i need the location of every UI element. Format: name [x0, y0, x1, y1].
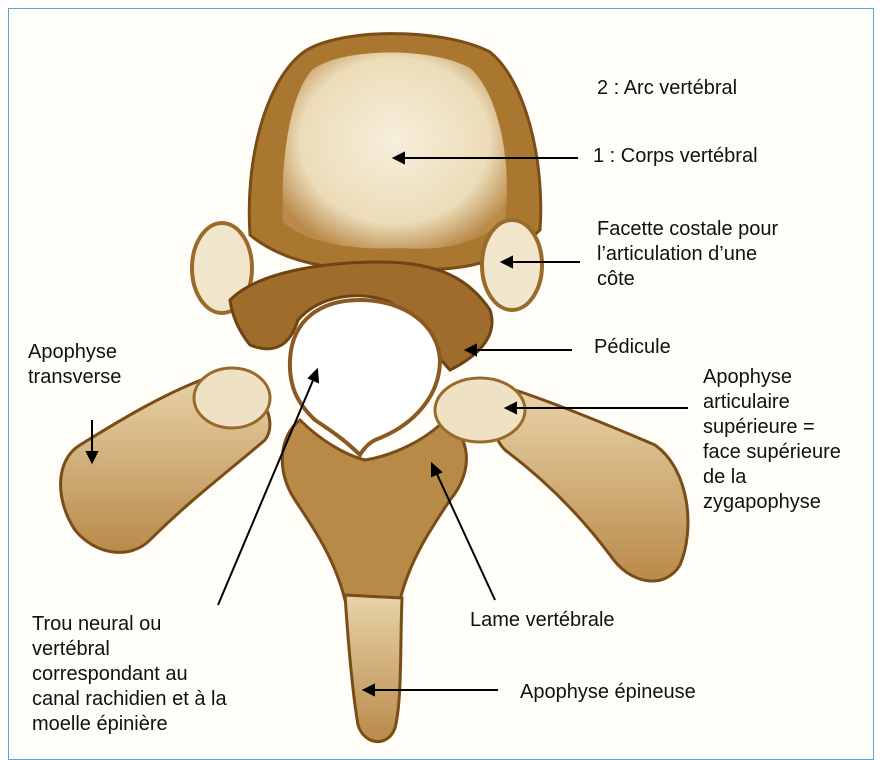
- leader-lame: [436, 472, 495, 600]
- label-apophyse-articulaire: Apophyse articulaire supérieure = face s…: [703, 365, 841, 515]
- label-lame-vertebrale: Lame vertébrale: [470, 608, 615, 633]
- vertebral-body: [282, 52, 506, 248]
- lamina: [282, 420, 466, 600]
- label-corps-vertebral: 1 : Corps vertébral: [593, 144, 758, 169]
- label-pedicule: Pédicule: [594, 335, 671, 360]
- label-trou-neural: Trou neural ou vertébral correspondant a…: [32, 612, 227, 737]
- superior-articular-process-left: [194, 368, 270, 428]
- label-facette-costale: Facette costale pour l’articulation d’un…: [597, 217, 778, 292]
- label-apophyse-epineuse: Apophyse épineuse: [520, 680, 696, 705]
- label-arc-vertebral: 2 : Arc vertébral: [597, 76, 737, 101]
- label-apophyse-transverse: Apophyse transverse: [28, 340, 121, 390]
- spinous-process: [345, 595, 402, 742]
